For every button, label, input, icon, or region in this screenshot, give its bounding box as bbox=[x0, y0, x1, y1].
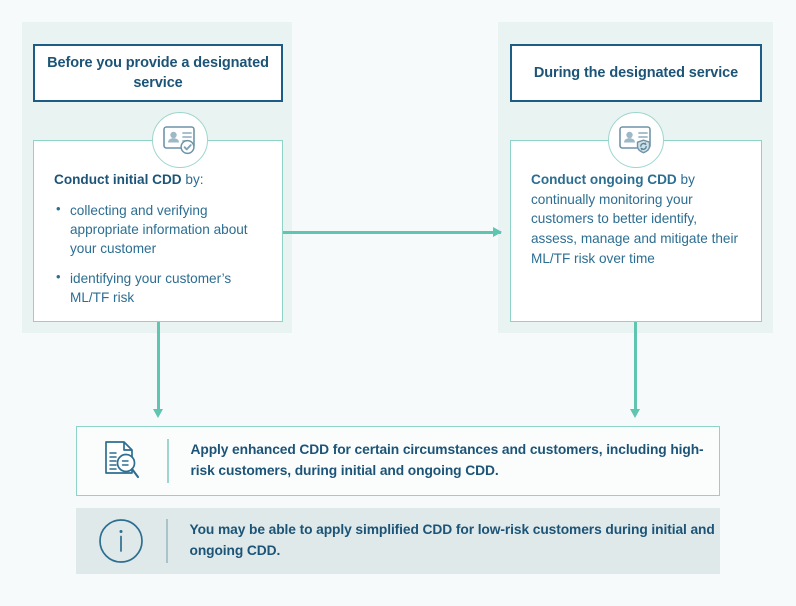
arrow-during-to-notes bbox=[630, 322, 639, 418]
lead-bold-before: Conduct initial CDD bbox=[54, 172, 182, 187]
lead-text-before: Conduct initial CDD by: bbox=[54, 170, 262, 190]
note-text-simplified: You may be able to apply simplified CDD … bbox=[189, 522, 715, 558]
header-box-before: Before you provide a designated service bbox=[33, 44, 283, 102]
note-text-enhanced: Apply enhanced CDD for certain circumsta… bbox=[190, 442, 704, 478]
list-item: collecting and verifying appropriate inf… bbox=[54, 200, 262, 259]
bullet-list-before: collecting and verifying appropriate inf… bbox=[54, 200, 262, 308]
header-label-before: Before you provide a designated service bbox=[47, 55, 269, 91]
document-magnifier-icon bbox=[105, 441, 140, 479]
lead-text-during: Conduct ongoing CDD by continually monit… bbox=[531, 170, 741, 269]
list-item: identifying your customer’s ML/TF risk bbox=[54, 268, 262, 308]
arrow-before-to-during bbox=[283, 227, 502, 236]
body-card-during-content: Conduct ongoing CDD by continually monit… bbox=[511, 141, 761, 269]
note-icon-wrap-enhanced bbox=[77, 439, 167, 483]
note-divider-simplified bbox=[166, 519, 168, 563]
header-label-during: During the designated service bbox=[533, 65, 739, 81]
header-box-during: During the designated service bbox=[510, 44, 762, 102]
note-icon-wrap-simplified bbox=[76, 518, 166, 564]
id-card-check-icon bbox=[152, 112, 208, 168]
note-divider-enhanced bbox=[167, 439, 169, 483]
body-card-during: Conduct ongoing CDD by continually monit… bbox=[510, 140, 762, 322]
body-card-before-content: Conduct initial CDD by: collecting and v… bbox=[34, 141, 282, 307]
note-box-enhanced-cdd: Apply enhanced CDD for certain circumsta… bbox=[76, 426, 720, 496]
arrow-before-to-notes bbox=[153, 322, 162, 418]
information-circle-icon bbox=[99, 519, 143, 563]
lead-rest-during: by continually monitoring your customers… bbox=[531, 172, 739, 266]
note-box-simplified-cdd: You may be able to apply simplified CDD … bbox=[76, 508, 720, 574]
body-card-before: Conduct initial CDD by: collecting and v… bbox=[33, 140, 283, 322]
lead-rest-before: by: bbox=[181, 172, 204, 187]
id-card-refresh-shield-icon bbox=[608, 112, 664, 168]
lead-bold-during: Conduct ongoing CDD bbox=[531, 172, 677, 187]
